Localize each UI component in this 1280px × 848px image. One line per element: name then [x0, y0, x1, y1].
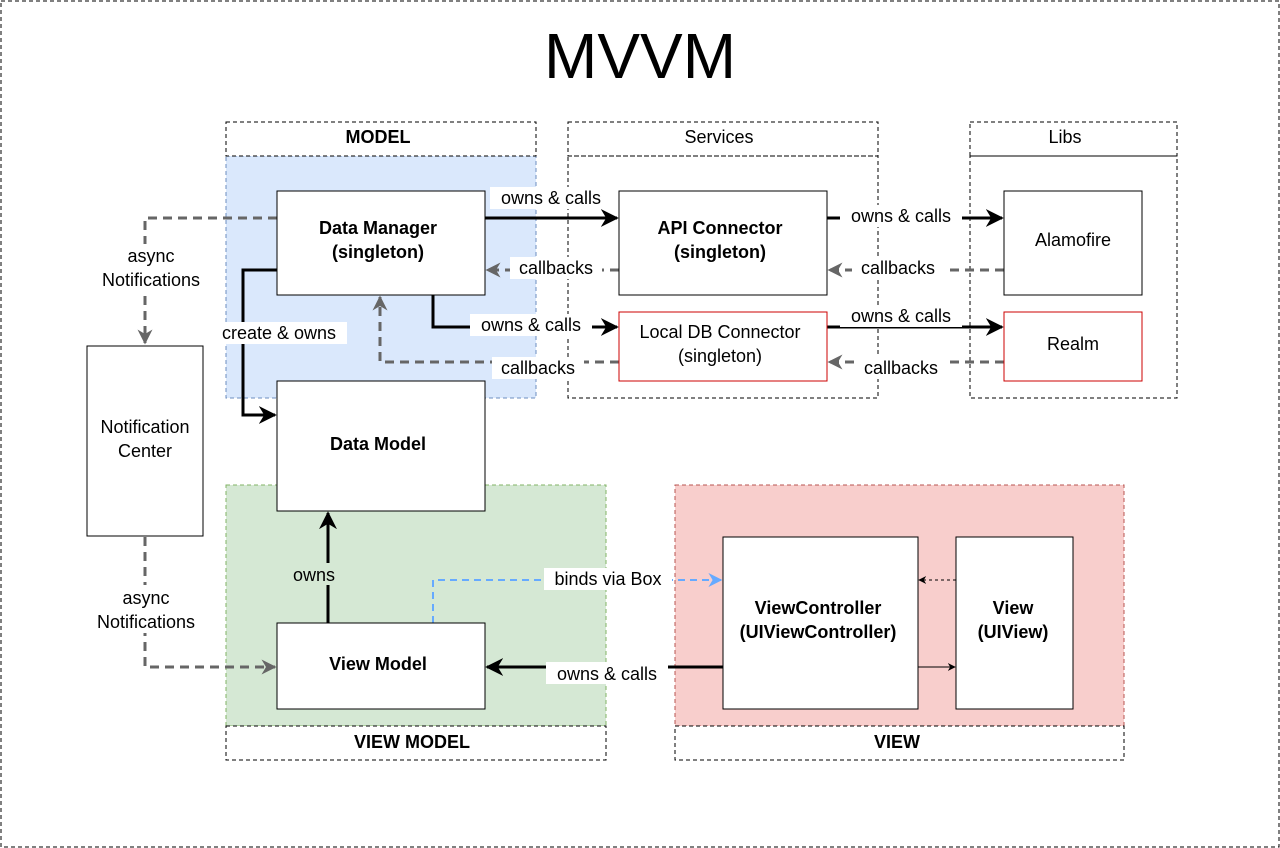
data-model-node	[276, 380, 486, 512]
services-group-header	[567, 121, 879, 157]
local-db-connector-label-2: (singleton)	[678, 346, 762, 366]
edge-realm-localdb-label-bg	[855, 357, 947, 379]
notification-center-label-2: Center	[118, 441, 172, 461]
edge-vm-datamodel-label-bg	[288, 563, 340, 585]
edge-realm-localdb-label: callbacks	[864, 358, 938, 378]
view-model-label: View Model	[329, 654, 427, 674]
edge-alamofire-api-label-bg	[852, 257, 944, 279]
edge-vc-vm-label-bg	[546, 662, 668, 684]
edge-localdb-dm-label: callbacks	[501, 358, 575, 378]
edge-dm-datamodel-label-bg	[211, 322, 347, 344]
edge-vm-vc-label: binds via Box	[554, 569, 661, 589]
view-label-1: View	[993, 598, 1035, 618]
api-connector-label-2: (singleton)	[674, 242, 766, 262]
edge-vm-vc-label-bg	[544, 568, 672, 590]
alamofire-node	[1003, 190, 1143, 296]
edge-dm-datamodel-label: create & owns	[222, 323, 336, 343]
view-controller-node	[722, 536, 919, 710]
edge-dm-nc-label-1: async	[127, 246, 174, 266]
view-controller-label-1: ViewController	[755, 598, 882, 618]
services-group-label: Services	[684, 127, 753, 147]
notification-center-label-1: Notification	[100, 417, 189, 437]
edge-dm-nc-label-bg	[93, 244, 211, 292]
edge-api-dm-label: callbacks	[519, 258, 593, 278]
model-group-label: MODEL	[346, 127, 411, 147]
local-db-connector-node	[618, 311, 828, 382]
data-model-label: Data Model	[330, 434, 426, 454]
view-node	[955, 536, 1074, 710]
data-manager-label-1: Data Manager	[319, 218, 437, 238]
view-model-node	[276, 622, 486, 710]
api-connector-node	[618, 190, 828, 296]
libs-group-header	[969, 121, 1178, 157]
libs-group-body	[969, 155, 1178, 399]
notification-center-node	[86, 345, 204, 537]
realm-node	[1003, 311, 1143, 382]
alamofire-label: Alamofire	[1035, 230, 1111, 250]
edge-dm-api-label: owns & calls	[501, 188, 601, 208]
edge-dm-localdb-label: owns & calls	[481, 315, 581, 335]
model-group-header	[225, 121, 537, 157]
edge-dm-api-label-bg	[490, 187, 612, 209]
view-label-2: (UIView)	[978, 622, 1049, 642]
edge-vc-vm-label: owns & calls	[557, 664, 657, 684]
edge-dm-nc-label-2: Notifications	[102, 270, 200, 290]
edge-nc-vm-label-1: async	[122, 588, 169, 608]
edge-vm-datamodel-label: owns	[293, 565, 335, 585]
edge-localdb-dm-label-bg	[492, 357, 584, 379]
edge-localdb-realm-label: owns & calls	[851, 306, 951, 326]
edge-localdb-realm-label-bg	[840, 305, 962, 327]
edge-nc-vm-line	[143, 537, 277, 675]
diagram-title: MVVM	[544, 20, 736, 92]
api-connector-label-1: API Connector	[657, 218, 782, 238]
view-model-group-label: VIEW MODEL	[354, 732, 470, 752]
view-controller-label-2: (UIViewController)	[740, 622, 897, 642]
view-group-footer	[674, 725, 1125, 761]
data-manager-node	[276, 190, 486, 296]
realm-label: Realm	[1047, 334, 1099, 354]
edge-dm-nc-line	[137, 216, 277, 345]
view-model-group-footer	[225, 725, 607, 761]
edge-dm-localdb-label-bg	[470, 314, 592, 336]
libs-group-label: Libs	[1048, 127, 1081, 147]
data-manager-label-2: (singleton)	[332, 242, 424, 262]
edge-alamofire-api-label: callbacks	[861, 258, 935, 278]
edge-nc-vm-label-2: Notifications	[97, 612, 195, 632]
edge-api-dm-label-bg	[510, 257, 602, 279]
view-group-label: VIEW	[874, 732, 920, 752]
edge-nc-vm-label-bg	[88, 585, 206, 633]
edge-api-alamofire-label: owns & calls	[851, 206, 951, 226]
edge-api-alamofire-label-bg	[840, 205, 962, 227]
local-db-connector-label-1: Local DB Connector	[639, 322, 800, 342]
